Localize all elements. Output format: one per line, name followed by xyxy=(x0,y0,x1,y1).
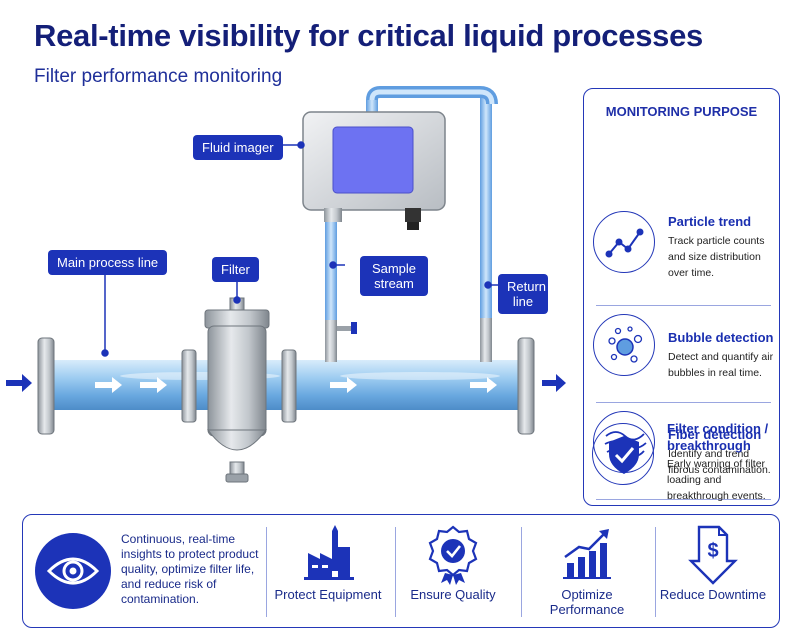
monitoring-purpose-title: MONITORING PURPOSE xyxy=(605,104,758,119)
trend-chart-icon xyxy=(593,211,655,273)
benefit-label: Reduce Downtime xyxy=(659,587,767,602)
flow-in-arrow xyxy=(6,374,32,392)
purpose-item-bubble-detection: Bubble detection Detect and quantify air… xyxy=(584,314,781,407)
divider xyxy=(655,527,656,617)
purpose-item-title: Bubble detection xyxy=(668,330,774,345)
callout-sample-stream: Sample stream xyxy=(360,256,428,296)
purpose-item-title: Particle trend xyxy=(668,214,752,229)
sample-return-tubing xyxy=(325,86,498,325)
process-diagram xyxy=(6,86,566,483)
callout-fluid-imager: Fluid imager xyxy=(193,135,283,160)
bar-growth-icon xyxy=(563,529,611,579)
shield-check-icon xyxy=(592,423,654,485)
pipe-taps xyxy=(325,318,492,362)
purpose-item-description: Detect and quantify air bubbles in real … xyxy=(668,351,774,379)
svg-text:$: $ xyxy=(707,540,718,562)
divider xyxy=(596,499,771,500)
monitoring-purpose-panel: MONITORING PURPOSE Particle trend Track … xyxy=(583,88,780,506)
purpose-item-description: Identify and trend fibrous contamination… xyxy=(668,448,771,476)
divider xyxy=(596,402,771,403)
bubbles-icon xyxy=(593,314,655,376)
purpose-item-particle-trend: Particle trend Track particle counts and… xyxy=(584,211,781,307)
factory-icon xyxy=(304,525,354,580)
callout-connectors xyxy=(101,141,500,357)
callout-return-line: Return line xyxy=(498,274,548,314)
purpose-item-title: Filter condition / breakthrough xyxy=(667,421,769,453)
benefit-reduce-downtime: $ Reduce Downtime xyxy=(653,523,773,623)
page-title: Real-time visibility for critical liquid… xyxy=(34,18,703,53)
purpose-item-description: Track particle counts and size distribut… xyxy=(668,235,765,279)
divider xyxy=(266,527,267,617)
benefit-protect-equipment: Protect Equipment xyxy=(268,523,388,623)
benefit-label: Ensure Quality xyxy=(410,587,496,602)
flow-out-arrow xyxy=(542,374,566,392)
callout-main-process-line: Main process line xyxy=(48,250,168,275)
divider xyxy=(395,527,396,617)
callout-filter: Filter xyxy=(212,257,259,282)
benefit-ensure-quality: Ensure Quality xyxy=(393,523,513,623)
purpose-item-filter-condition: Filter condition / breakthrough Early wa… xyxy=(583,420,780,510)
benefit-label: Optimize Performance xyxy=(549,587,625,617)
page-subtitle: Filter performance monitoring xyxy=(34,66,283,87)
divider xyxy=(596,305,771,306)
eye-icon xyxy=(35,533,111,609)
dollar-down-icon: $ xyxy=(688,525,738,585)
fluid-imager-device xyxy=(302,111,446,230)
benefits-panel: Continuous, real-time insights to protec… xyxy=(22,514,780,628)
benefits-summary: Continuous, real-time insights to protec… xyxy=(121,532,259,606)
purpose-item-description: Early warning of filter loading and brea… xyxy=(667,458,766,502)
divider xyxy=(521,527,522,617)
main-pipe xyxy=(37,337,535,435)
benefit-label: Protect Equipment xyxy=(274,587,382,602)
benefit-optimize-performance: Optimize Performance xyxy=(527,523,647,623)
quality-badge-icon xyxy=(428,525,478,585)
filter-housing xyxy=(204,297,270,483)
purpose-item-title: Fiber detection xyxy=(668,427,762,442)
